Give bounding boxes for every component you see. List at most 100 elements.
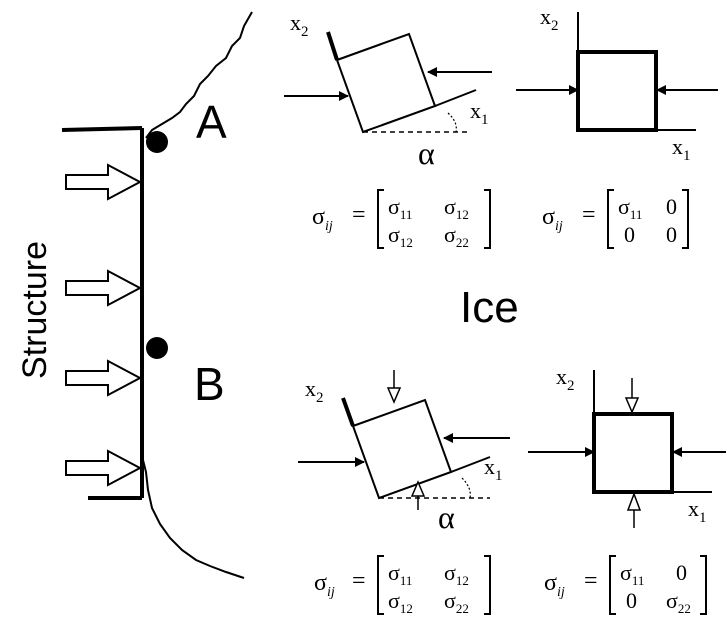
force-arrow-bottom <box>410 480 426 510</box>
x2-subscript: 2 <box>567 378 575 394</box>
svg-text:σ11: σ11 <box>388 194 412 222</box>
matrix-bracket-left <box>377 555 384 615</box>
svg-text:x1: x1 <box>672 134 691 164</box>
svg-text:x1: x1 <box>470 98 489 128</box>
matrix-entry-subscript: 12 <box>456 573 469 588</box>
ice-element <box>351 398 453 500</box>
matrix-bracket-right <box>484 189 491 249</box>
x1-label: x <box>688 496 699 521</box>
matrix-bracket-right <box>682 189 689 249</box>
matrix-entry-subscript: 22 <box>456 601 469 616</box>
stress-matrix-bottom-right: σij = σ11 0 0 σ22 <box>544 555 707 616</box>
point-a-label: A <box>196 96 227 148</box>
svg-text:σij: σij <box>314 570 335 600</box>
matrix-equals: = <box>584 568 598 594</box>
x2-subscript: 2 <box>316 390 324 406</box>
svg-text:σ22: σ22 <box>444 222 469 250</box>
matrix-entry: σ <box>444 222 456 247</box>
svg-text:x2: x2 <box>305 376 324 406</box>
ice-element <box>335 32 437 134</box>
x2-subscript: 2 <box>301 24 309 40</box>
matrix-entry-subscript: 22 <box>456 235 469 250</box>
ice-element <box>576 50 658 132</box>
x2-label: x <box>540 4 551 29</box>
matrix-entry: σ <box>620 560 632 585</box>
matrix-entry: 0 <box>666 222 677 247</box>
matrix-lhs-subscript: ij <box>555 219 563 234</box>
element-rotated-uniaxial: x2 x1 α <box>284 10 492 171</box>
svg-text:x2: x2 <box>556 364 575 394</box>
matrix-entry-subscript: 12 <box>400 235 413 250</box>
ice-edge-upper <box>145 11 253 139</box>
x1-label: x <box>672 134 683 159</box>
force-arrow-bottom <box>626 491 642 528</box>
matrix-entry: σ <box>618 194 630 219</box>
matrix-lhs-symbol: σ <box>542 204 555 230</box>
angle-arc <box>461 477 471 499</box>
matrix-entry: 0 <box>624 222 635 247</box>
angle-arc <box>447 112 457 133</box>
contact-point-a <box>146 131 168 153</box>
matrix-entry-subscript: 12 <box>456 207 469 222</box>
x1-subscript: 1 <box>495 468 503 484</box>
svg-text:σ12: σ12 <box>444 194 469 222</box>
matrix-entry: σ <box>444 560 456 585</box>
x1-label: x <box>484 454 495 479</box>
x2-subscript: 2 <box>551 18 559 34</box>
ice-label: Ice <box>460 283 519 332</box>
svg-text:σ12: σ12 <box>444 560 469 588</box>
matrix-entry: 0 <box>626 588 637 613</box>
svg-text:σ11: σ11 <box>388 560 412 588</box>
svg-text:x1: x1 <box>688 496 707 526</box>
svg-text:σij: σij <box>544 570 565 600</box>
element-principal-uniaxial: x2 x1 <box>516 4 718 164</box>
x2-label: x <box>290 10 301 35</box>
stress-matrix-top-right: σij = σ11 0 0 0 <box>542 189 689 249</box>
alpha-label: α <box>438 499 455 535</box>
svg-text:σ11: σ11 <box>618 194 642 222</box>
alpha-label: α <box>418 135 435 171</box>
load-arrow <box>65 163 143 201</box>
matrix-bracket-right <box>700 555 707 615</box>
x1-subscript: 1 <box>683 148 691 164</box>
matrix-entry: σ <box>444 194 456 219</box>
x1-axis <box>434 89 477 107</box>
matrix-entry: σ <box>388 222 400 247</box>
svg-text:σ11: σ11 <box>620 560 644 588</box>
ice-element <box>592 412 674 494</box>
svg-text:σ22: σ22 <box>444 588 469 616</box>
load-arrow <box>65 449 143 487</box>
matrix-entry-subscript: 11 <box>632 573 645 588</box>
matrix-equals: = <box>582 202 596 228</box>
matrix-bracket-left <box>609 555 616 615</box>
force-arrow-top <box>624 378 640 414</box>
stress-matrix-top-left: σij = σ11 σ12 σ12 σ22 <box>312 189 491 250</box>
matrix-entry: 0 <box>676 560 687 585</box>
x1-subscript: 1 <box>699 510 707 526</box>
x2-axis <box>326 31 339 61</box>
matrix-entry-subscript: 11 <box>400 207 413 222</box>
x2-axis <box>341 397 355 427</box>
force-arrow-top <box>386 370 402 404</box>
matrix-entry-subscript: 12 <box>400 601 413 616</box>
matrix-bracket-left <box>377 189 384 249</box>
ice-edge-lower <box>141 455 245 579</box>
point-b-label: B <box>194 358 225 410</box>
matrix-lhs-symbol: σ <box>544 570 557 596</box>
svg-text:σ12: σ12 <box>388 222 413 250</box>
matrix-equals: = <box>352 568 366 594</box>
matrix-lhs-symbol: σ <box>312 204 325 230</box>
stress-matrix-bottom-left: σij = σ11 σ12 σ12 σ22 <box>314 555 491 616</box>
matrix-bracket-left <box>607 189 614 249</box>
matrix-entry: σ <box>388 560 400 585</box>
svg-text:x2: x2 <box>540 4 559 34</box>
matrix-entry: σ <box>388 194 400 219</box>
svg-text:x1: x1 <box>484 454 503 484</box>
load-arrow <box>65 269 143 307</box>
matrix-lhs-subscript: ij <box>325 219 333 234</box>
svg-text:x2: x2 <box>290 10 309 40</box>
element-principal-biaxial: x2 x1 <box>528 364 726 528</box>
load-arrows <box>65 163 143 487</box>
matrix-lhs-symbol: σ <box>314 570 327 596</box>
